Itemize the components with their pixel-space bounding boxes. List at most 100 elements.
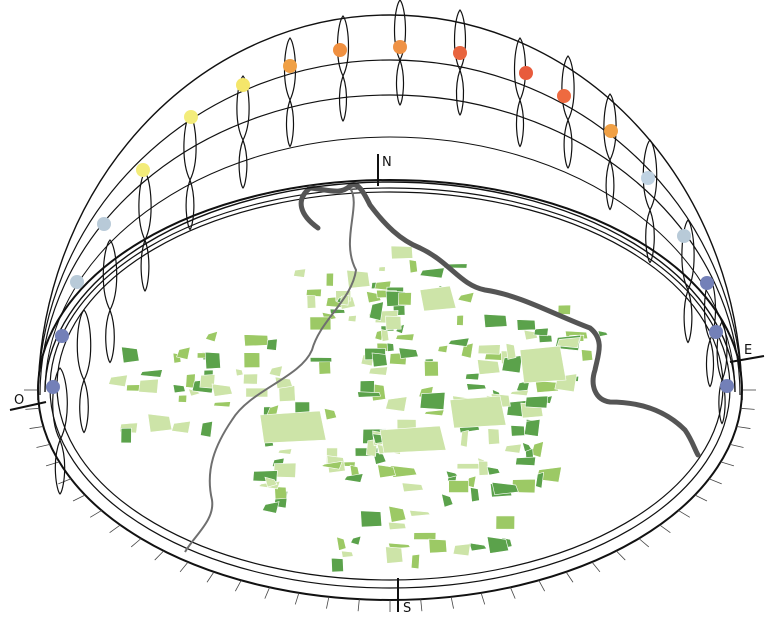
agricultural-fields <box>108 245 609 573</box>
field-parcel <box>138 378 159 394</box>
degree-tick <box>420 599 423 612</box>
degree-tick <box>45 461 60 467</box>
degree-tick <box>357 599 360 612</box>
analemma-loop <box>102 239 118 364</box>
field-parcel <box>409 510 431 517</box>
field-parcel <box>401 482 424 493</box>
degree-tick <box>720 461 735 467</box>
east-tick <box>729 355 765 363</box>
analemma-loop <box>336 15 350 122</box>
sun-dot <box>46 380 60 394</box>
field-parcel <box>597 330 609 337</box>
field-parcel <box>213 401 231 408</box>
field-parcel <box>533 327 549 337</box>
field-parcel <box>347 315 357 323</box>
field-parcel <box>477 359 501 375</box>
field-parcel <box>424 360 439 377</box>
field-parcel <box>368 366 389 376</box>
field-parcel <box>441 493 454 508</box>
field-parcel <box>320 460 343 470</box>
analemma-loop <box>513 37 527 148</box>
dome-arc <box>37 59 743 401</box>
sun-dot <box>677 229 691 243</box>
field-parcel <box>408 259 418 274</box>
field-parcel <box>243 373 258 385</box>
sun-dot <box>641 171 655 185</box>
field-parcel <box>268 365 283 378</box>
field-parcel <box>465 372 480 381</box>
analemma-loop <box>138 171 152 292</box>
degree-tick <box>72 494 86 502</box>
field-parcel <box>346 269 371 289</box>
field-parcel <box>534 380 559 393</box>
field-parcel <box>521 441 532 453</box>
compass <box>9 154 765 612</box>
field-parcel <box>428 538 448 554</box>
field-parcel <box>172 384 186 394</box>
analemma-loop <box>603 93 617 211</box>
sun-dot <box>604 124 618 138</box>
degree-tick <box>740 407 755 410</box>
sun-dot <box>136 163 150 177</box>
field-parcel <box>309 316 332 331</box>
field-parcel <box>397 292 412 306</box>
field-parcel <box>419 285 457 312</box>
field-parcel <box>325 272 334 287</box>
sun-dot <box>557 89 571 103</box>
field-parcel <box>519 345 567 384</box>
field-parcel <box>385 315 402 330</box>
degree-tick <box>694 494 708 502</box>
east-label: E <box>744 343 752 358</box>
degree-ticks <box>24 389 756 612</box>
field-parcel <box>395 333 415 341</box>
degree-tick <box>179 561 189 573</box>
degree-tick <box>565 571 574 583</box>
south-label: S <box>403 601 411 616</box>
sun-dot <box>184 110 198 124</box>
field-parcel <box>371 352 388 368</box>
sun-dot <box>333 43 347 57</box>
degree-tick <box>130 538 142 548</box>
field-parcel <box>423 409 445 417</box>
degree-tick <box>538 580 546 592</box>
field-parcel <box>306 294 317 309</box>
west-label: O <box>14 393 24 408</box>
degree-tick <box>729 443 744 448</box>
field-parcel <box>388 505 407 523</box>
field-parcel <box>535 471 544 489</box>
degree-tick <box>326 596 330 609</box>
field-parcel <box>452 543 471 557</box>
degree-tick <box>109 524 121 534</box>
field-parcel <box>410 553 420 570</box>
field-parcel <box>495 515 515 530</box>
field-parcel <box>293 268 307 278</box>
field-parcel <box>515 456 536 466</box>
degree-tick <box>29 426 44 429</box>
field-parcel <box>385 396 408 412</box>
field-parcel <box>486 536 510 554</box>
field-parcel <box>486 466 501 476</box>
field-parcel <box>380 329 390 342</box>
sun-dot <box>700 276 714 290</box>
field-parcel <box>205 330 219 343</box>
field-parcel <box>357 391 381 398</box>
field-parcel <box>120 427 132 444</box>
field-parcel <box>466 383 487 391</box>
sun-dot <box>519 66 533 80</box>
dome-arc <box>37 14 743 401</box>
sun-dot <box>720 379 734 393</box>
field-parcel <box>419 267 445 279</box>
degree-tick <box>736 426 751 429</box>
sun-dot <box>236 78 250 92</box>
degree-tick <box>638 538 650 548</box>
field-parcel <box>377 464 396 479</box>
field-parcel <box>491 481 519 495</box>
field-parcel <box>360 510 383 528</box>
field-parcel <box>516 319 536 331</box>
degree-tick <box>678 510 691 518</box>
field-parcel <box>460 342 474 359</box>
analemma-loop <box>183 113 197 231</box>
north-label: N <box>382 155 392 170</box>
field-parcel <box>305 288 322 297</box>
